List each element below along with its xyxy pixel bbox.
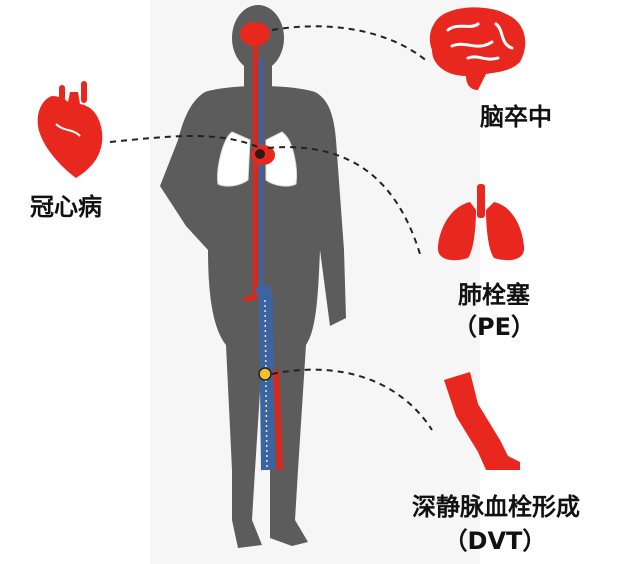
label-pe: 肺栓塞: [458, 281, 530, 309]
leg-icon: [444, 372, 520, 470]
connector-dvt: [271, 368, 433, 431]
body-lungs: [217, 131, 297, 187]
label-dvt: 深静脉血栓形成: [412, 493, 580, 521]
label-pe-abbr: （PE）: [453, 313, 535, 341]
connector-coronary: [109, 135, 261, 149]
heart-icon: [37, 81, 103, 178]
label-stroke: 脑卒中: [480, 103, 552, 131]
heart-clot: [255, 149, 265, 159]
label-coronary: 冠心病: [30, 193, 102, 221]
head-brain: [240, 22, 270, 46]
connector-stroke: [271, 25, 429, 63]
connector-pe: [267, 146, 421, 255]
connector-lines: [109, 25, 433, 431]
lungs-icon: [437, 184, 525, 261]
brain-icon: [429, 7, 526, 90]
label-dvt-abbr: （DVT）: [443, 527, 547, 555]
dvt-clot: [258, 367, 272, 381]
